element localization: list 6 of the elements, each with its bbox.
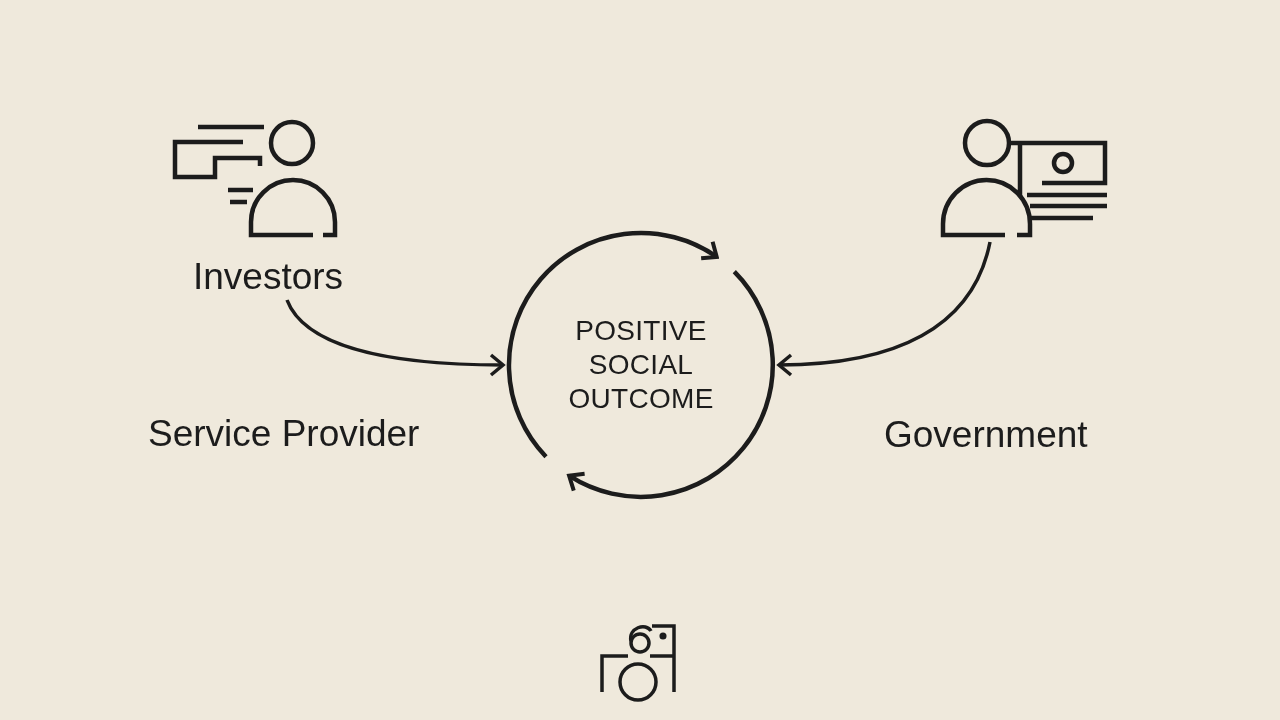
text-label: Service Provider [148, 413, 420, 455]
text-label: Government [884, 414, 1088, 456]
node-label: POSITIVE SOCIAL OUTCOME [568, 314, 714, 416]
curved-arrow [777, 241, 992, 377]
node-label: Investors [193, 256, 344, 298]
curved-arrow [285, 299, 505, 377]
